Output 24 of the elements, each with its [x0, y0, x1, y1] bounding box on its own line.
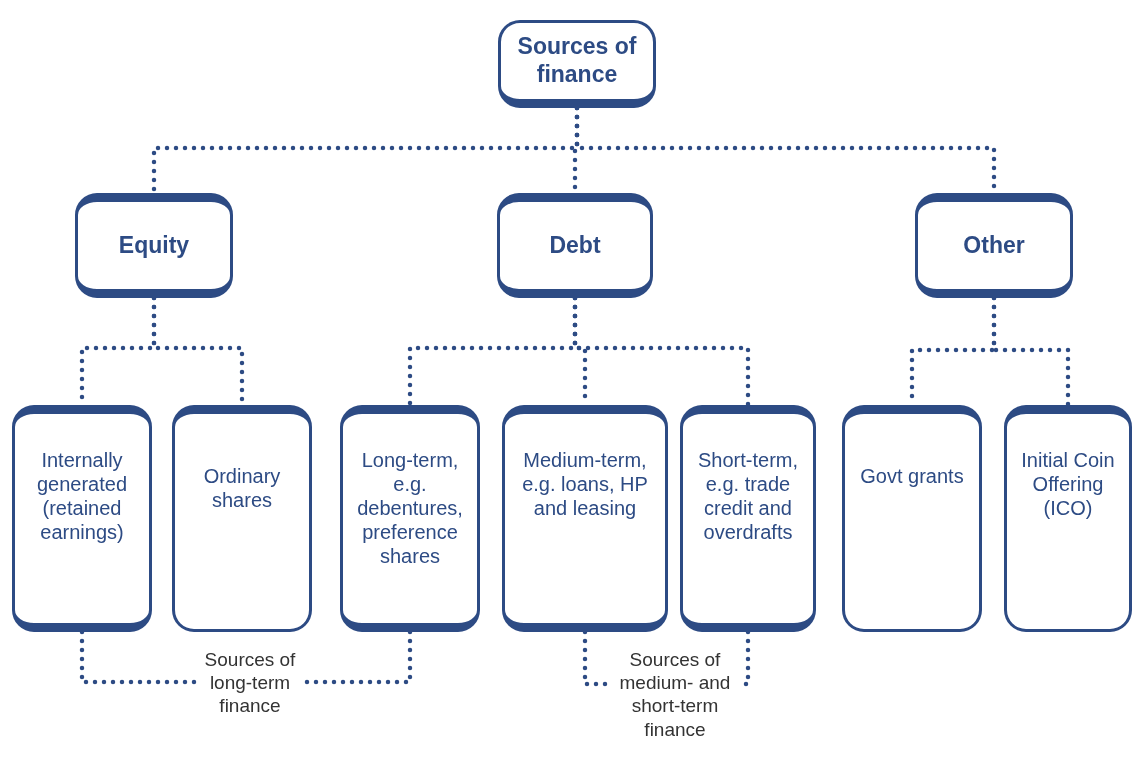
category-title: Other — [963, 231, 1025, 260]
category-box — [75, 193, 233, 298]
category-title: Equity — [118, 231, 190, 260]
source-label: Short-term, e.g. trade credit and overdrafts — [697, 448, 799, 544]
source-label: Initial Coin Offering (ICO) — [1020, 448, 1116, 520]
category-title: Debt — [549, 231, 601, 260]
source-box — [680, 405, 816, 632]
bracket-caption: Sources of long-term finance — [196, 648, 304, 736]
source-box — [842, 405, 982, 632]
category-box — [498, 20, 656, 108]
source-label: Ordinary shares — [202, 464, 282, 512]
category-title: Sources of finance — [516, 33, 638, 89]
source-box — [340, 405, 480, 632]
source-label: Internally generated (retained earnings) — [35, 448, 129, 544]
category-box — [497, 193, 653, 298]
source-label: Long-term, e.g. debentures, preference shares — [356, 448, 464, 568]
source-box — [1004, 405, 1132, 632]
bracket-caption: Sources of medium- and short-term finance — [606, 648, 744, 756]
source-label: Govt grants — [860, 464, 964, 488]
category-box — [915, 193, 1073, 298]
source-box — [502, 405, 668, 632]
source-box — [12, 405, 152, 632]
source-label: Medium-term, e.g. loans, HP and leasing — [521, 448, 649, 520]
source-box — [172, 405, 312, 632]
